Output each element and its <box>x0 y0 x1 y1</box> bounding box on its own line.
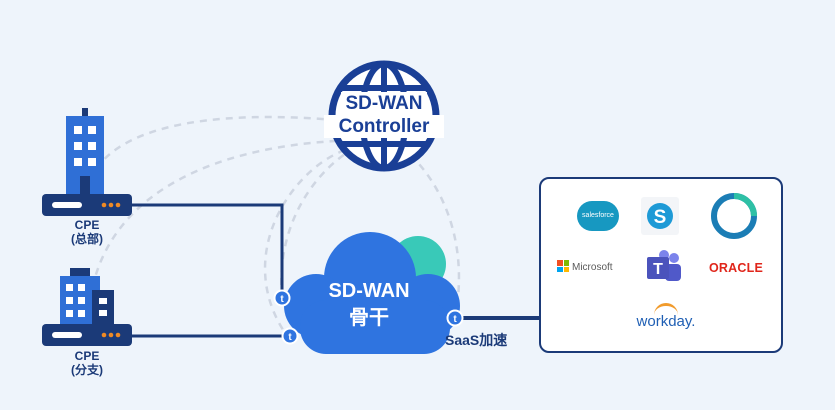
saas-apps-panel: salesforce S Microsoft <box>539 177 783 353</box>
cloud-icon <box>284 232 460 354</box>
microsoft-grid-icon <box>557 260 569 273</box>
workday-arc-icon <box>654 303 678 315</box>
backbone-label-line2: 骨干 <box>349 307 389 329</box>
workday-logo: workday. <box>621 303 711 337</box>
backbone-label: SD-WAN 骨干 <box>296 278 442 332</box>
cpe-branch-label: CPE (分支) <box>47 349 127 377</box>
node-icon-branch <box>281 327 299 345</box>
node-icon-saas <box>446 309 464 327</box>
cpe-branch-label-line2: (分支) <box>71 363 103 377</box>
webex-icon <box>711 193 757 239</box>
dashed-link-node3-controller <box>404 149 461 319</box>
saas-acceleration-label: SaaS加速 <box>445 332 508 348</box>
link-hq-backbone <box>132 203 284 298</box>
building-icon-hq <box>66 108 104 194</box>
building-icon-branch <box>60 268 114 324</box>
controller-label-line2: Controller <box>324 115 444 138</box>
node-glyph-hq: t <box>280 294 284 305</box>
data-links <box>132 203 541 338</box>
skype-icon: S <box>641 197 679 235</box>
controller-label: SD-WAN Controller <box>322 92 446 138</box>
cpe-branch-label-line1: CPE <box>74 349 100 363</box>
controller-label-line1: SD-WAN <box>341 92 427 115</box>
microsoft-logo-text: Microsoft <box>572 262 613 273</box>
backbone-label-line1: SD-WAN <box>328 280 410 302</box>
cpe-hq-label-line2: (总部) <box>71 232 103 246</box>
svg-text:T: T <box>653 261 663 278</box>
node-glyph-saas: t <box>453 314 457 325</box>
dashed-link-branch-controller <box>88 138 371 301</box>
teams-icon: T <box>645 249 683 285</box>
access-nodes: t t t <box>273 289 464 345</box>
router-icon-hq <box>42 194 132 216</box>
svg-text:S: S <box>654 207 667 228</box>
cpe-hq-label: CPE (总部) <box>47 218 127 246</box>
node-glyph-branch: t <box>288 332 292 343</box>
workday-logo-text: workday. <box>636 313 696 330</box>
node-icon-hq <box>273 289 291 307</box>
microsoft-logo: Microsoft <box>557 260 637 277</box>
salesforce-logo: salesforce <box>577 201 619 231</box>
router-icon-branch <box>42 324 132 346</box>
oracle-logo: ORACLE <box>709 261 763 275</box>
cpe-hq-label-line1: CPE <box>74 218 100 232</box>
